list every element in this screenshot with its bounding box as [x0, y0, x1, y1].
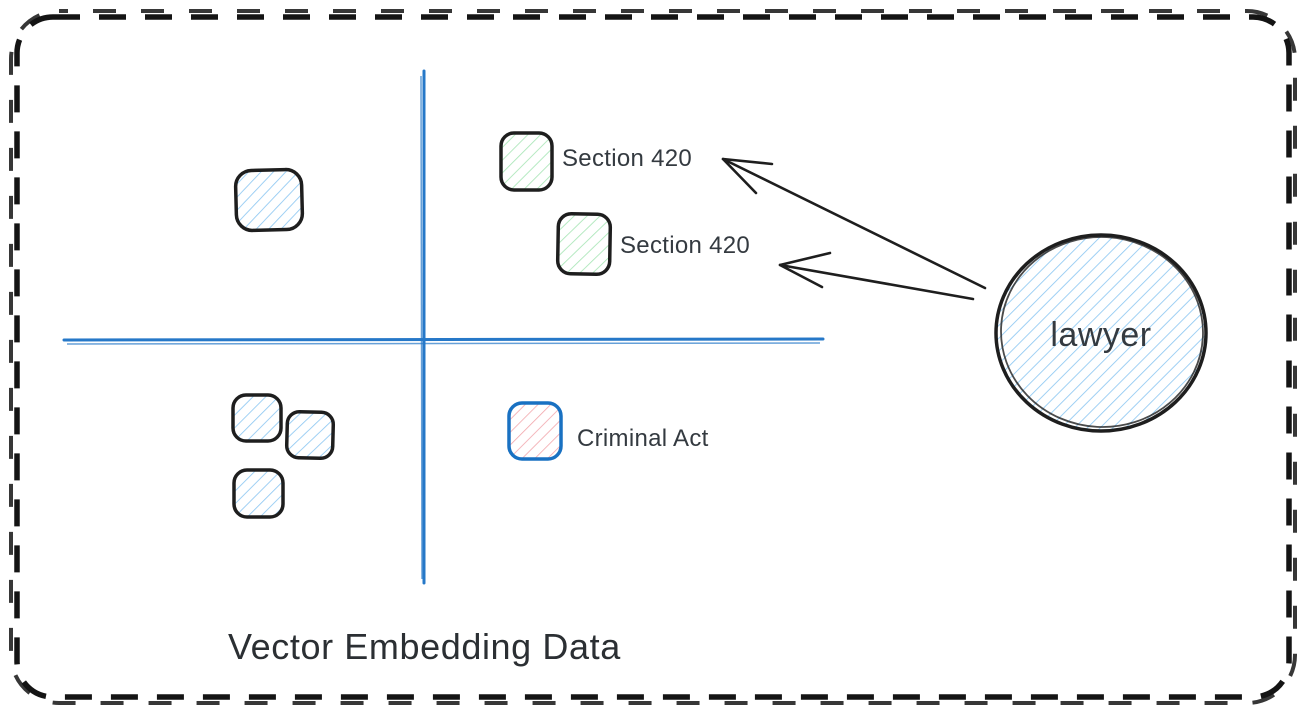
- arrow-to-section-420-top-shaft: [721, 157, 987, 290]
- y-axis-line-second-pass: [420, 75, 423, 580]
- blue-embedding-square-lower-2: [284, 409, 336, 461]
- blue-embedding-square-lower-3: [232, 468, 285, 519]
- dashed-border-outer-pass-2: [9, 9, 1297, 705]
- criminal-act-label: Criminal Act: [577, 425, 709, 452]
- diagram-title: Vector Embedding Data: [228, 626, 621, 667]
- blue-embedding-square-upper-left: [233, 167, 305, 233]
- lawyer-circle: [994, 233, 1208, 433]
- section-420-label-top: Section 420: [562, 145, 692, 172]
- lawyer-circle-second-pass: [1000, 236, 1204, 428]
- section-420-square-mid: [555, 212, 613, 276]
- dashed-border-outer-pass-1: [14, 14, 1292, 700]
- axes-cross: [62, 69, 825, 585]
- x-axis-line-second-pass: [66, 342, 821, 345]
- criminal-act-square: [507, 401, 563, 461]
- arrow-to-section-420-mid-shaft: [778, 263, 975, 301]
- arrow-to-section-420-mid-head: [778, 251, 832, 289]
- arrow-to-section-420-top-head: [721, 157, 774, 195]
- blue-embedding-square-lower-1: [231, 393, 283, 443]
- lawyer-circle-outline: [994, 233, 1208, 433]
- lawyer-label: lawyer: [1050, 316, 1151, 354]
- x-axis-line: [62, 337, 825, 342]
- section-420-square-top: [499, 131, 554, 192]
- section-420-label-mid: Section 420: [620, 232, 750, 259]
